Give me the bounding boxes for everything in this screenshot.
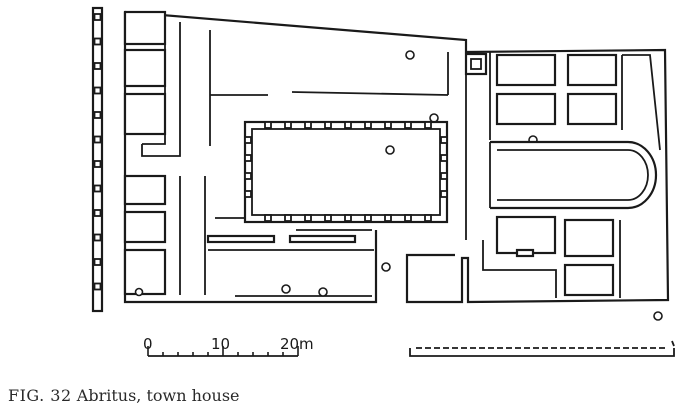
figure-caption: FIG. 32 Abritus, town house [8, 386, 240, 405]
peristyle-column [304, 214, 312, 222]
colonnade-pier [93, 282, 102, 291]
peristyle-column [344, 214, 352, 222]
south-corridor [206, 217, 391, 297]
peristyle-column [440, 172, 448, 180]
colonnade-pier [93, 258, 102, 266]
peristyle-column [244, 190, 252, 198]
section-elevation [409, 340, 675, 357]
west-colonnade [91, 6, 104, 313]
colonnade-pier [93, 13, 102, 21]
peristyle-column [304, 121, 312, 129]
peristyle-column [264, 214, 272, 222]
colonnade-pier [93, 233, 102, 242]
east-rooms [465, 52, 661, 240]
colonnade-pier [93, 62, 102, 70]
peristyle-column [384, 214, 392, 222]
peristyle-column [324, 121, 332, 129]
colonnade-pier [93, 160, 102, 168]
south-east-rooms [482, 215, 663, 321]
peristyle-column [364, 214, 372, 222]
peristyle-column [384, 121, 392, 129]
colonnade-piers [93, 13, 102, 291]
north-rooms [209, 30, 449, 146]
colonnade-pier [93, 111, 102, 119]
scale-bar: 0 10 20 m [143, 335, 314, 357]
west-rooms-south [123, 174, 206, 297]
figure-label: FIG. 32 [8, 386, 72, 405]
colonnade-pier [93, 184, 102, 193]
figure-title: Abritus, town house [76, 386, 240, 405]
peristyle-column [364, 121, 372, 129]
peristyle-column [424, 214, 432, 222]
colonnade-pier [93, 86, 102, 95]
peristyle-column [284, 214, 292, 222]
peristyle-column [440, 154, 448, 162]
peristyle-column [324, 214, 332, 222]
peristyle-columns [244, 121, 448, 222]
peristyle-courtyard [243, 120, 449, 224]
scale-ticks [147, 346, 299, 356]
peristyle-column [344, 121, 352, 129]
apsidal-hall [489, 140, 658, 210]
scale-tick-10: 10 [211, 335, 230, 353]
shrine-square [464, 52, 488, 76]
peristyle-column [244, 172, 252, 180]
colonnade-pier [93, 209, 102, 217]
scale-unit: m [299, 335, 314, 353]
peristyle-column [440, 136, 448, 144]
peristyle-column [424, 121, 432, 129]
west-rooms-north [123, 10, 181, 157]
peristyle-column [264, 121, 272, 129]
colonnade-pier [93, 135, 102, 144]
peristyle-column [404, 214, 412, 222]
peristyle-column [284, 121, 292, 129]
scale-tick-0: 0 [143, 335, 153, 353]
colonnade-pier [93, 37, 102, 46]
peristyle-column [404, 121, 412, 129]
peristyle-column [244, 154, 252, 162]
scale-tick-20: 20 [280, 335, 299, 353]
peristyle-column [440, 190, 448, 198]
peristyle-column [244, 136, 252, 144]
